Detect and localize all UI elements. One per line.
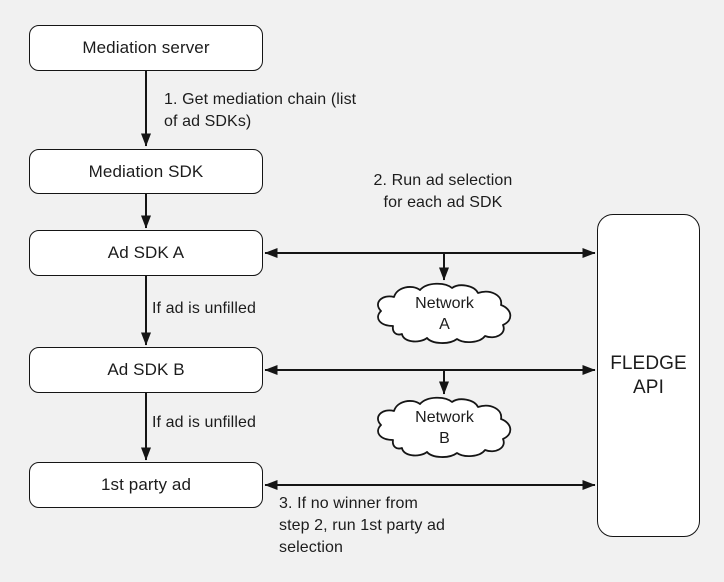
label-step-3: 3. If no winner from step 2, run 1st par… bbox=[279, 495, 446, 556]
cloud-icon bbox=[377, 282, 512, 344]
node-mediation-sdk-label: Mediation SDK bbox=[88, 161, 204, 181]
node-fledge-api: FLEDGE API bbox=[597, 214, 700, 537]
label-step-1: 1. Get mediation chain (list of ad SDKs) bbox=[164, 91, 357, 130]
cloud-network-b-label: Network B bbox=[415, 408, 474, 447]
node-first-party-ad: 1st party ad bbox=[29, 462, 263, 508]
node-mediation-sdk: Mediation SDK bbox=[29, 149, 263, 194]
node-ad-sdk-a-label: Ad SDK A bbox=[107, 243, 185, 262]
cloud-network-b: Network B bbox=[372, 396, 517, 459]
label-if-unfilled-b: If ad is unfilled bbox=[152, 414, 256, 431]
node-first-party-ad-label: 1st party ad bbox=[100, 475, 192, 494]
label-step-2: 2. Run ad selection for each ad SDK bbox=[373, 172, 513, 211]
node-ad-sdk-b-label: Ad SDK B bbox=[107, 360, 185, 379]
node-ad-sdk-b: Ad SDK B bbox=[29, 347, 263, 393]
cloud-icon bbox=[377, 396, 512, 458]
cloud-network-a-label: Network A bbox=[415, 294, 474, 333]
node-fledge-api-label: FLEDGE API bbox=[610, 352, 687, 398]
node-mediation-server-label: Mediation server bbox=[82, 38, 210, 57]
node-mediation-server: Mediation server bbox=[29, 25, 263, 71]
label-if-unfilled-a: If ad is unfilled bbox=[152, 300, 256, 317]
cloud-network-a: Network A bbox=[372, 282, 517, 345]
node-ad-sdk-a: Ad SDK A bbox=[29, 230, 263, 276]
